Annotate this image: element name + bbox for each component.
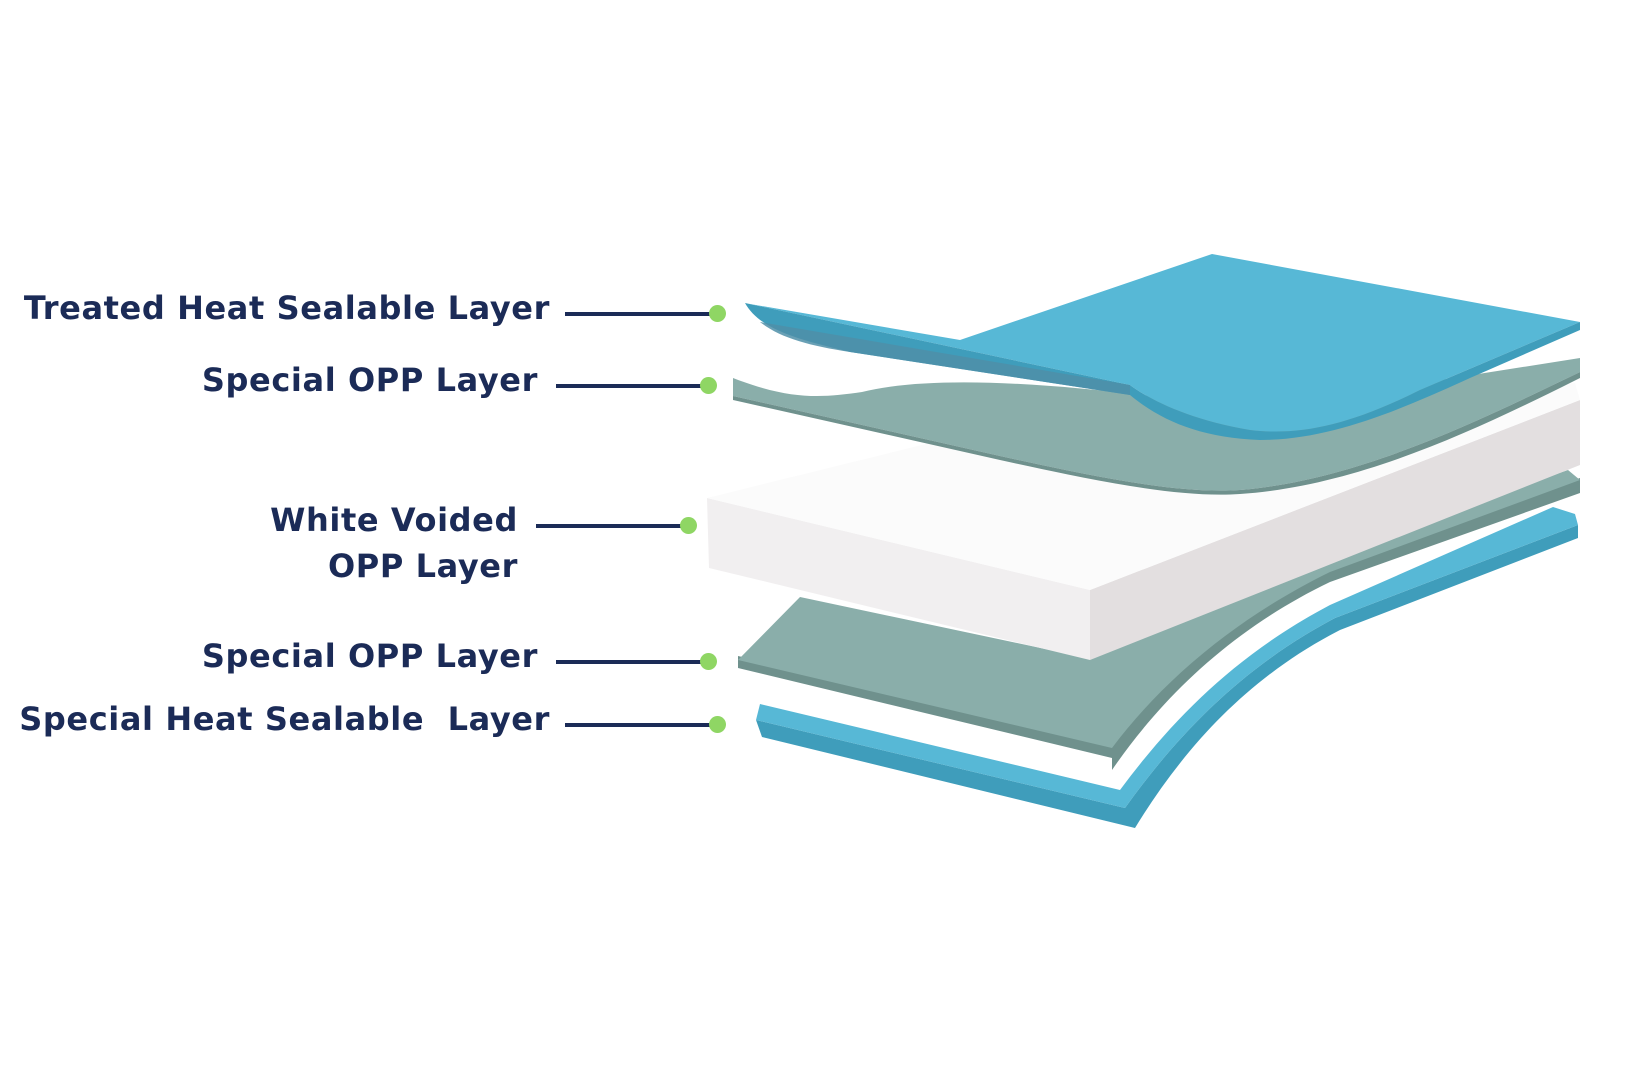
- leader-line-special-opp-bottom: [556, 660, 704, 664]
- label-white-voided-line-1: White Voided: [270, 501, 518, 539]
- label-treated-heat-sealable-layer: Treated Heat Sealable Layer: [23, 289, 550, 327]
- leader-dot-special-heat-sealable: [709, 716, 726, 733]
- treated-heat-sealable-sheet: [745, 254, 1580, 440]
- special-opp-top-sheet: [733, 358, 1580, 495]
- label-white-voided-opp-layer: White Voided OPP Layer: [270, 497, 518, 589]
- leader-line-treated-heat-sealable: [565, 312, 715, 316]
- label-special-opp-layer-top: Special OPP Layer: [201, 361, 538, 399]
- special-heat-sealable-sheet: [756, 507, 1578, 828]
- label-white-voided-line-2: OPP Layer: [328, 547, 518, 585]
- leader-line-special-heat-sealable: [565, 723, 715, 727]
- leader-dot-white-voided: [680, 517, 697, 534]
- leader-dot-special-opp-bottom: [700, 653, 717, 670]
- label-special-heat-sealable-layer: Special Heat Sealable Layer: [19, 700, 550, 738]
- leader-line-special-opp-top: [556, 384, 704, 388]
- leader-line-white-voided: [536, 524, 686, 528]
- label-special-opp-layer-bottom: Special OPP Layer: [201, 637, 538, 675]
- leader-dot-special-opp-top: [700, 377, 717, 394]
- leader-dot-treated-heat-sealable: [709, 305, 726, 322]
